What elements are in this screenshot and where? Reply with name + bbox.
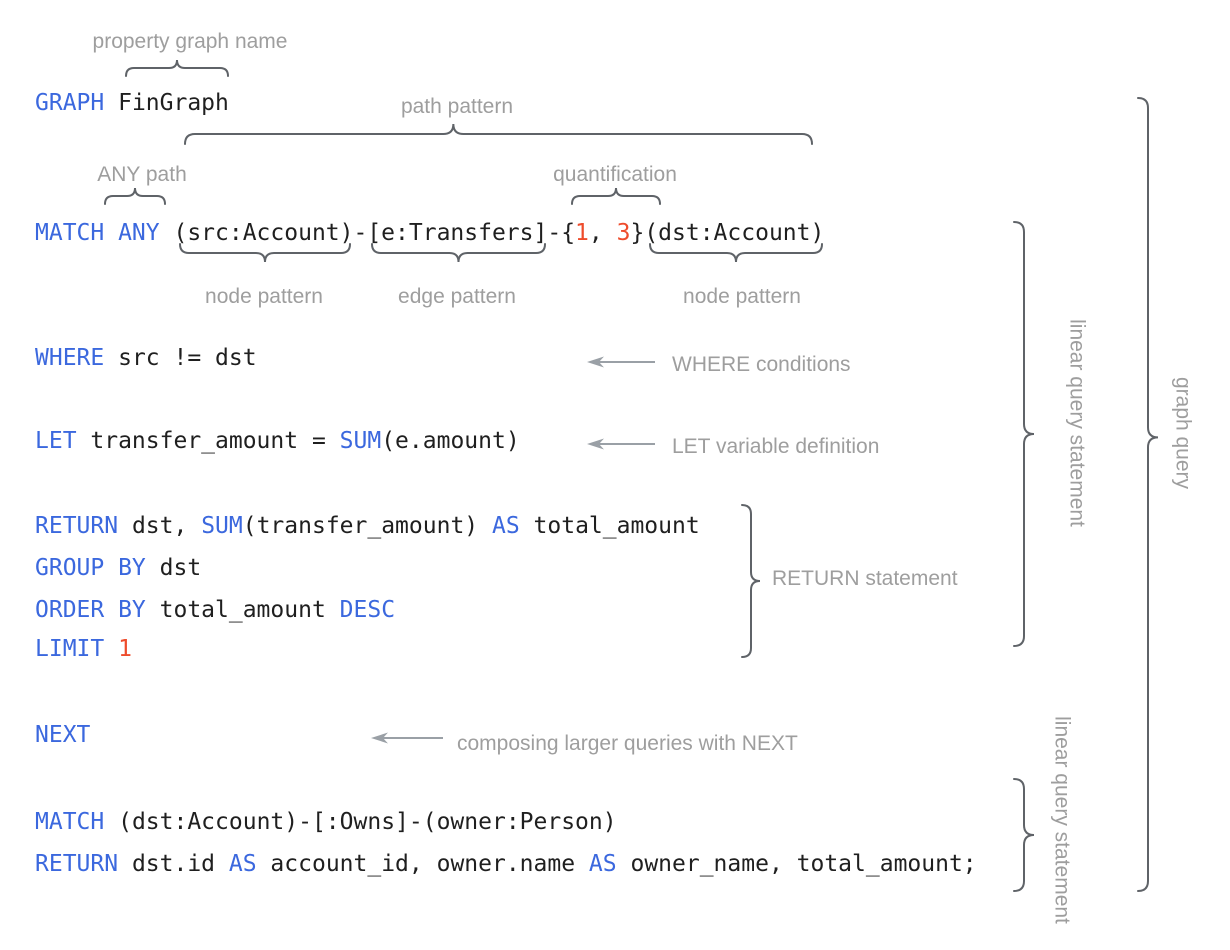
- label-linear-query-statement-2: linear query statement: [1050, 716, 1074, 924]
- label-graph-query: graph query: [1171, 376, 1195, 490]
- code-line-group-by: GROUP BY dst: [35, 555, 202, 581]
- label-node-pattern-2: node pattern: [683, 285, 801, 308]
- brace-node-pattern-2: [649, 243, 823, 263]
- brace-linear-query-2: [1013, 778, 1035, 892]
- let-arrow: [587, 438, 655, 450]
- brace-quantification: [571, 187, 661, 205]
- label-let-variable: LET variable definition: [672, 435, 880, 458]
- label-node-pattern-1: node pattern: [205, 285, 323, 308]
- label-quantification: quantification: [553, 163, 677, 186]
- brace-any-path: [104, 187, 166, 205]
- label-where-conditions: WHERE conditions: [672, 353, 851, 376]
- brace-path-pattern: [184, 123, 813, 145]
- label-return-statement: RETURN statement: [772, 567, 958, 590]
- brace-node-pattern-1: [179, 243, 351, 263]
- code-line-graph: GRAPH FinGraph: [35, 90, 229, 116]
- brace-linear-query-1: [1013, 221, 1035, 647]
- label-property-graph-name: property graph name: [92, 30, 288, 53]
- code-line-next: NEXT: [35, 722, 91, 748]
- label-next-compose: composing larger queries with NEXT: [457, 732, 798, 755]
- brace-return-statement: [741, 504, 761, 658]
- brace-edge-pattern: [371, 243, 546, 263]
- brace-graph-query: [1137, 97, 1159, 892]
- label-any-path: ANY path: [97, 163, 187, 186]
- next-arrow: [371, 732, 443, 744]
- code-line-let: LET transfer_amount = SUM(e.amount): [35, 428, 520, 454]
- code-line-match-2: MATCH (dst:Account)-[:Owns]-(owner:Perso…: [35, 809, 617, 835]
- brace-property-graph-name: [125, 59, 229, 77]
- code-line-return-2: RETURN dst.id AS account_id, owner.name …: [35, 851, 977, 877]
- label-linear-query-statement-1: linear query statement: [1065, 319, 1089, 527]
- where-arrow: [587, 356, 655, 368]
- code-line-order-by: ORDER BY total_amount DESC: [35, 597, 396, 623]
- code-line-where: WHERE src != dst: [35, 345, 257, 371]
- code-line-return: RETURN dst, SUM(transfer_amount) AS tota…: [35, 513, 700, 539]
- label-edge-pattern: edge pattern: [398, 285, 516, 308]
- code-line-limit: LIMIT 1: [35, 636, 132, 662]
- label-path-pattern: path pattern: [400, 95, 514, 118]
- code-line-match: MATCH ANY (src:Account)-[e:Transfers]-{1…: [35, 220, 825, 246]
